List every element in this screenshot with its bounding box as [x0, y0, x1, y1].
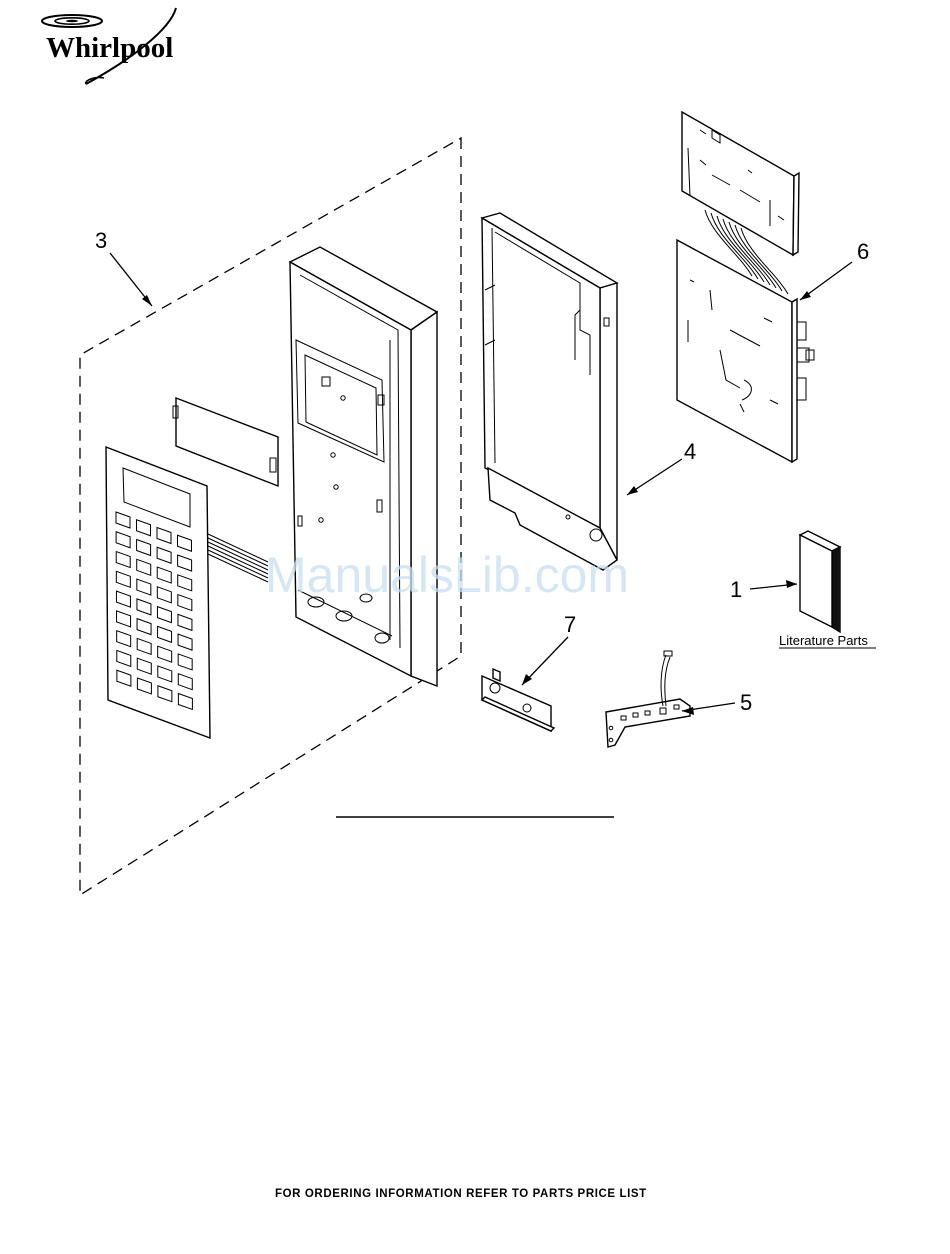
footer-note: FOR ORDERING INFORMATION REFER TO PARTS …: [275, 1188, 647, 1200]
led-board: [606, 651, 690, 747]
literature-book: [800, 531, 840, 632]
callout-4: 4: [684, 439, 696, 464]
display-window: [173, 398, 278, 486]
brand-name: Whirlpool: [46, 32, 173, 64]
control-board: [677, 240, 814, 462]
callout-1: 1: [730, 577, 742, 602]
control-panel-frame: [482, 213, 617, 570]
brand-logo: Whirlpool: [42, 8, 176, 84]
callout-3: 3: [95, 228, 107, 253]
literature-parts-label: Literature Parts: [779, 633, 868, 648]
upper-circuit-board: [682, 112, 799, 255]
bracket: [482, 669, 554, 731]
watermark: ManualsLib.com: [265, 547, 629, 603]
keypad-membrane: [106, 447, 268, 738]
callout-7: 7: [564, 612, 576, 637]
callout-5: 5: [740, 690, 752, 715]
control-panel-housing: [290, 247, 437, 686]
callout-6: 6: [857, 239, 869, 264]
